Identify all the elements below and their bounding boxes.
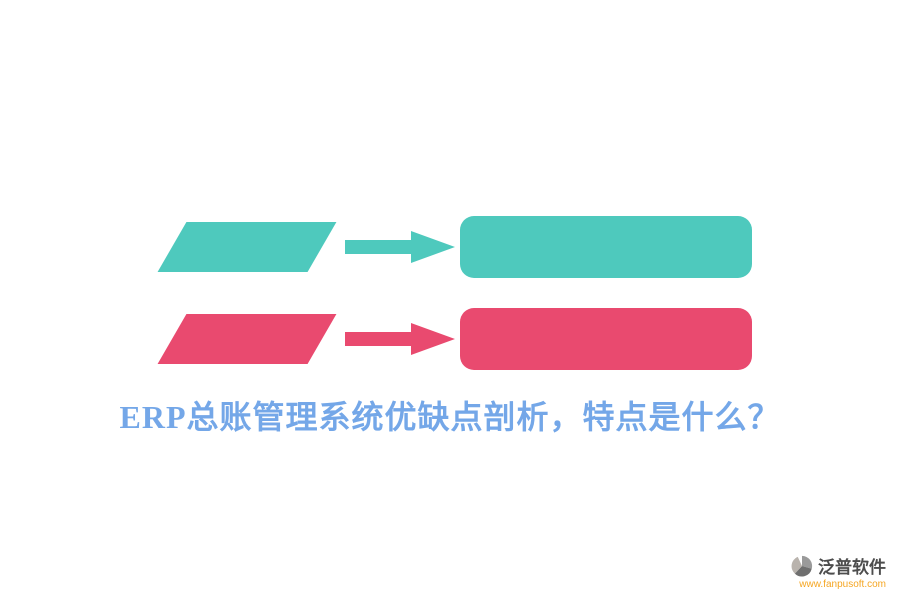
- brand-name: 泛普软件: [818, 558, 886, 577]
- diagram-row-pink: [0, 308, 900, 370]
- teal-right-arrow-icon: [345, 231, 455, 263]
- page-title: ERP总账管理系统优缺点剖析，特点是什么？: [119, 399, 781, 435]
- fanpu-pie-logo-icon: [791, 555, 813, 576]
- teal-parallelogram: [157, 222, 337, 272]
- pink-rounded-rect: [460, 308, 752, 370]
- brand-url: www.fanpusoft.com: [799, 579, 886, 590]
- diagram-row-teal: [0, 216, 900, 278]
- pink-right-arrow-icon: [345, 323, 455, 355]
- brand-footer: 泛普软件 www.fanpusoft.com: [791, 553, 886, 590]
- pink-parallelogram: [157, 314, 337, 364]
- brand-line: 泛普软件: [791, 553, 886, 578]
- teal-rounded-rect: [460, 216, 752, 278]
